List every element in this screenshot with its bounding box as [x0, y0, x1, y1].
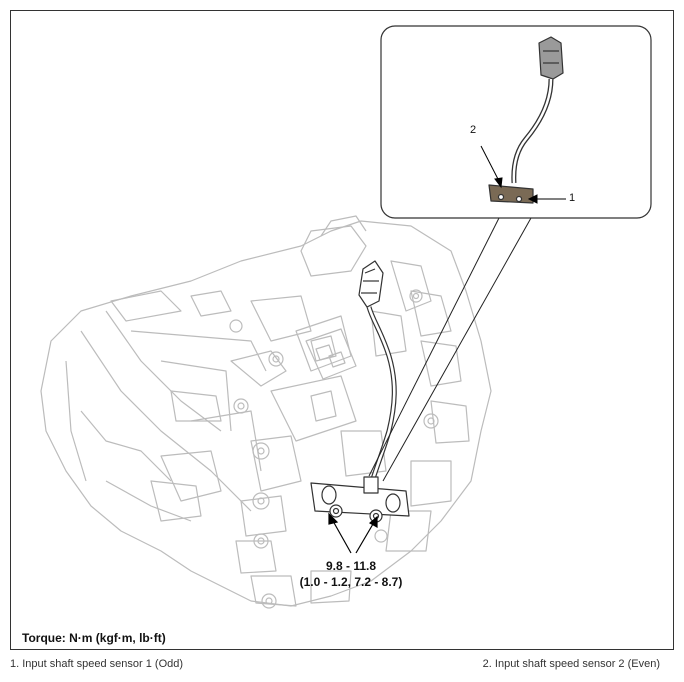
transmission-housing: [40, 220, 492, 607]
caption-item-2: 2. Input shaft speed sensor 2 (Even): [482, 658, 660, 670]
sensor-bracket: [310, 482, 410, 517]
harness-connector: [358, 260, 384, 308]
detail-inset: [380, 25, 652, 219]
torque-units-note: Torque: N·m (kgf·m, lb·ft): [22, 631, 166, 645]
callout-2: 2: [470, 124, 477, 136]
connector-block: [305, 328, 357, 380]
caption-item-1: 1. Input shaft speed sensor 1 (Odd): [10, 658, 184, 670]
inset-connector: [538, 36, 564, 80]
torque-spec-value: 9.8 - 11.8: [325, 559, 377, 573]
sensor-bolt-1: [329, 504, 343, 518]
transmission-illustration: [40, 25, 652, 609]
torque-spec-alt-units: (1.0 - 1.2, 7.2 - 8.7): [299, 575, 403, 589]
diagram-figure: 2 1 9.8 - 11.8 (1.0 - 1.2, 7.2 - 8.7) To…: [10, 10, 674, 650]
callout-1: 1: [569, 192, 576, 204]
